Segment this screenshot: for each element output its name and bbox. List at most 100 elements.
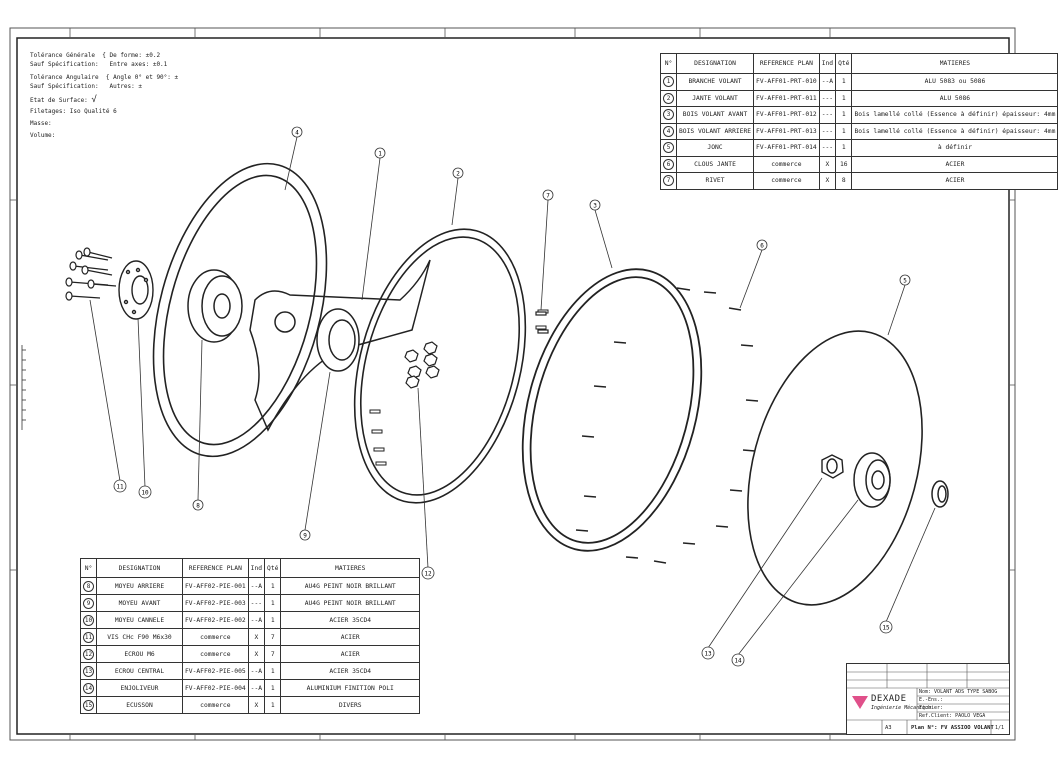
general-tolerance-row: Tolérance Générale { De forme: ±0.2 bbox=[30, 52, 161, 59]
bom-designation: MOYEU CANNELE bbox=[96, 611, 183, 629]
bom-designation: JONC bbox=[675, 139, 755, 157]
sheet-number: 1/1 bbox=[995, 725, 1005, 731]
bom-row-number: 7 bbox=[663, 175, 674, 187]
central-nut-part-13 bbox=[821, 454, 844, 479]
mass-row: Masse: bbox=[30, 120, 178, 129]
callout-14: 14 bbox=[731, 653, 745, 667]
callout-6: 6 bbox=[756, 239, 768, 251]
bom-ref: FV-AFF01-PRT-010 bbox=[753, 73, 820, 91]
bom-qte: 1 bbox=[264, 611, 282, 629]
scale-bar bbox=[21, 345, 26, 430]
bom-qte: 7 bbox=[264, 628, 282, 646]
bom-ref: FV-AFF02-PIE-005 bbox=[182, 662, 249, 680]
general-tolerance-row-2: Sauf Spécification: Entre axes: ±0.1 bbox=[30, 61, 178, 70]
threads-row: Filetages: Iso Qualité 6 bbox=[30, 108, 178, 117]
surface-label: Etat de Surface: bbox=[30, 97, 88, 104]
bom-matiere: à définir bbox=[851, 139, 1058, 157]
bom-ref: FV-AFF02-PIE-003 bbox=[182, 594, 249, 612]
svg-text:4: 4 bbox=[295, 130, 299, 137]
bom-bottom-header-n: N° bbox=[80, 558, 97, 578]
callout-9: 9 bbox=[299, 529, 311, 541]
bom-top-header-n: N° bbox=[660, 53, 677, 74]
bom-row-number: 4 bbox=[663, 125, 674, 137]
bom-row-number: 13 bbox=[83, 665, 94, 677]
threads-label: Filetages: Iso Qualité 6 bbox=[30, 108, 117, 115]
nuts-part-12 bbox=[404, 341, 440, 389]
bom-ref: commerce bbox=[753, 172, 820, 190]
company-subtitle: Ingénierie Mécanique bbox=[871, 705, 932, 711]
general-tolerance-sub: Sauf Spécification: bbox=[30, 61, 99, 68]
title-block: DEXADE Ingénierie Mécanique Nom: VOLANT … bbox=[846, 663, 1010, 735]
bom-bottom-header-designation: DESIGNATION bbox=[96, 558, 183, 578]
bom-designation: MOYEU ARRIERE bbox=[96, 577, 183, 595]
callout-4: 4 bbox=[291, 126, 303, 138]
bom-bottom-header-ind: Ind bbox=[247, 558, 266, 578]
bom-designation: BOIS VOLANT ARRIERE bbox=[675, 122, 755, 140]
bom-ind: --A bbox=[247, 611, 266, 629]
nails-part-6 bbox=[575, 287, 759, 564]
bom-qte: 1 bbox=[264, 577, 282, 595]
svg-text:12: 12 bbox=[424, 571, 432, 578]
callout-5: 5 bbox=[899, 274, 911, 286]
bom-qte: 1 bbox=[264, 696, 282, 714]
title-block-grid bbox=[847, 664, 1009, 734]
bom-matiere: Bois lamellé collé (Essence à définir) é… bbox=[851, 106, 1058, 124]
splined-hub-part-10 bbox=[118, 260, 154, 320]
bom-row-number: 11 bbox=[83, 631, 94, 643]
bom-ref: commerce bbox=[753, 155, 820, 173]
surface-check-icon: √ bbox=[91, 95, 97, 105]
angular-tolerance-row-2: Sauf Spécification: Autres: ± bbox=[30, 83, 178, 92]
volume-row: Volume: bbox=[30, 132, 178, 141]
rivets-part-7 bbox=[535, 311, 549, 334]
angular-tolerance-right: Angle 0° et 90°: ± bbox=[113, 74, 179, 81]
bom-matiere: AU4G PEINT NOIR BRILLANT bbox=[280, 594, 420, 612]
bom-matiere: ACIER bbox=[280, 628, 420, 646]
svg-text:9: 9 bbox=[303, 533, 307, 540]
bom-matiere: ALU 5086 bbox=[851, 89, 1058, 107]
bom-ind: --A bbox=[818, 73, 837, 91]
rim-bolts bbox=[369, 309, 549, 466]
bom-qte: 1 bbox=[264, 662, 282, 680]
plan-number: Plan N°: FV ASSIOO VOLANT bbox=[911, 725, 994, 731]
bom-ref: FV-AFF02-PIE-002 bbox=[182, 611, 249, 629]
volume-label: Volume: bbox=[30, 132, 56, 139]
svg-text:2: 2 bbox=[456, 171, 460, 178]
bom-matiere: ACIER 35CD4 bbox=[280, 611, 420, 629]
svg-text:13: 13 bbox=[704, 651, 712, 658]
bom-ind: X bbox=[818, 155, 837, 173]
callouts: 1 2 3 4 5 6 7 8 9 10 11 12 13 14 15 bbox=[113, 126, 911, 667]
bom-qte: 1 bbox=[264, 594, 282, 612]
bom-bottom-header: N° DESIGNATION REFERENCE PLAN Ind Qté MA… bbox=[80, 558, 420, 578]
bom-qte: 1 bbox=[835, 122, 853, 140]
ring-part-5 bbox=[747, 330, 923, 606]
callout-7: 7 bbox=[542, 189, 554, 201]
bom-row-number: 10 bbox=[83, 614, 94, 626]
bom-ind: --- bbox=[818, 122, 837, 140]
angular-tolerance-other: Autres: ± bbox=[109, 83, 142, 90]
company-logo-icon bbox=[852, 696, 868, 709]
callout-1: 1 bbox=[374, 147, 386, 159]
bom-ref: FV-AFF01-PRT-014 bbox=[753, 139, 820, 157]
spokes-part-1 bbox=[249, 259, 431, 432]
bom-row-number: 1 bbox=[663, 76, 674, 88]
sheet-format: A3 bbox=[885, 725, 892, 731]
callout-13: 13 bbox=[701, 646, 715, 660]
bom-ind: X bbox=[818, 172, 837, 190]
bom-ref: commerce bbox=[182, 628, 249, 646]
bom-ind: --- bbox=[818, 106, 837, 124]
leader-lines bbox=[89, 136, 936, 656]
svg-text:1: 1 bbox=[378, 151, 382, 158]
bom-ref: commerce bbox=[182, 696, 249, 714]
general-tolerance-form: De forme: ±0.2 bbox=[109, 52, 161, 59]
bom-top-header-designation: DESIGNATION bbox=[675, 53, 755, 74]
bom-matiere: ACIER bbox=[851, 172, 1058, 190]
bom-matiere: Bois lamellé collé (Essence à définir) é… bbox=[851, 122, 1058, 140]
